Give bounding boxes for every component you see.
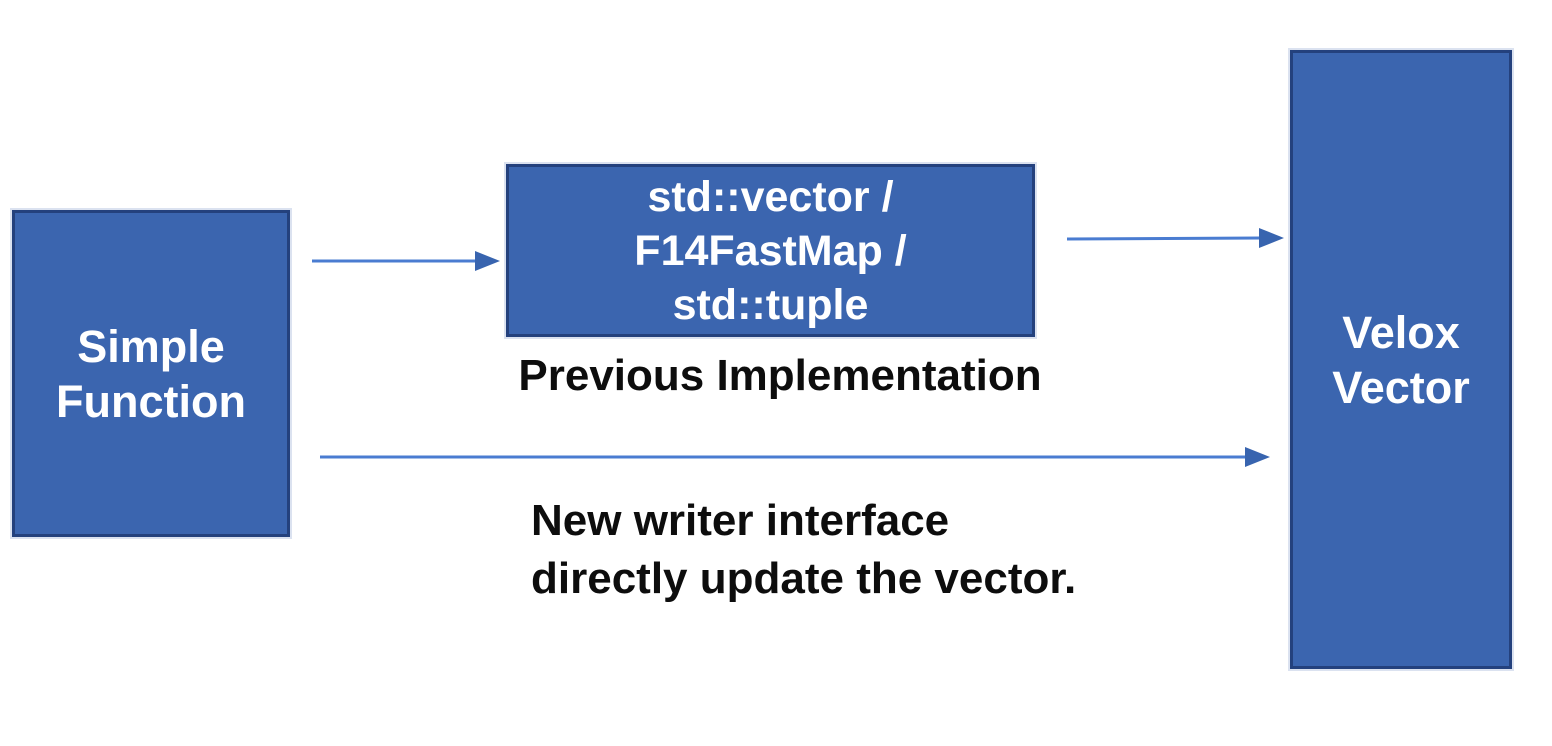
caption-new-writer-interface: New writer interface directly update the…	[531, 496, 1077, 603]
arrow-simple-to-intermediate	[312, 251, 500, 271]
arrow-intermediate-to-velox	[1066, 228, 1284, 248]
node-velox-vector-label: Velox Vector	[1332, 306, 1470, 413]
node-simple-function-label: Simple Function	[56, 320, 246, 427]
node-simple-function: Simple Function	[12, 210, 290, 537]
node-velox-vector: Velox Vector	[1290, 50, 1512, 669]
node-intermediate-structures: std::vector / F14FastMap / std::tuple	[506, 164, 1035, 337]
caption-previous-implementation: Previous Implementation	[518, 351, 1042, 400]
node-intermediate-structures-label: std::vector / F14FastMap / std::tuple	[634, 172, 907, 329]
arrow-simple-to-velox	[320, 447, 1270, 467]
